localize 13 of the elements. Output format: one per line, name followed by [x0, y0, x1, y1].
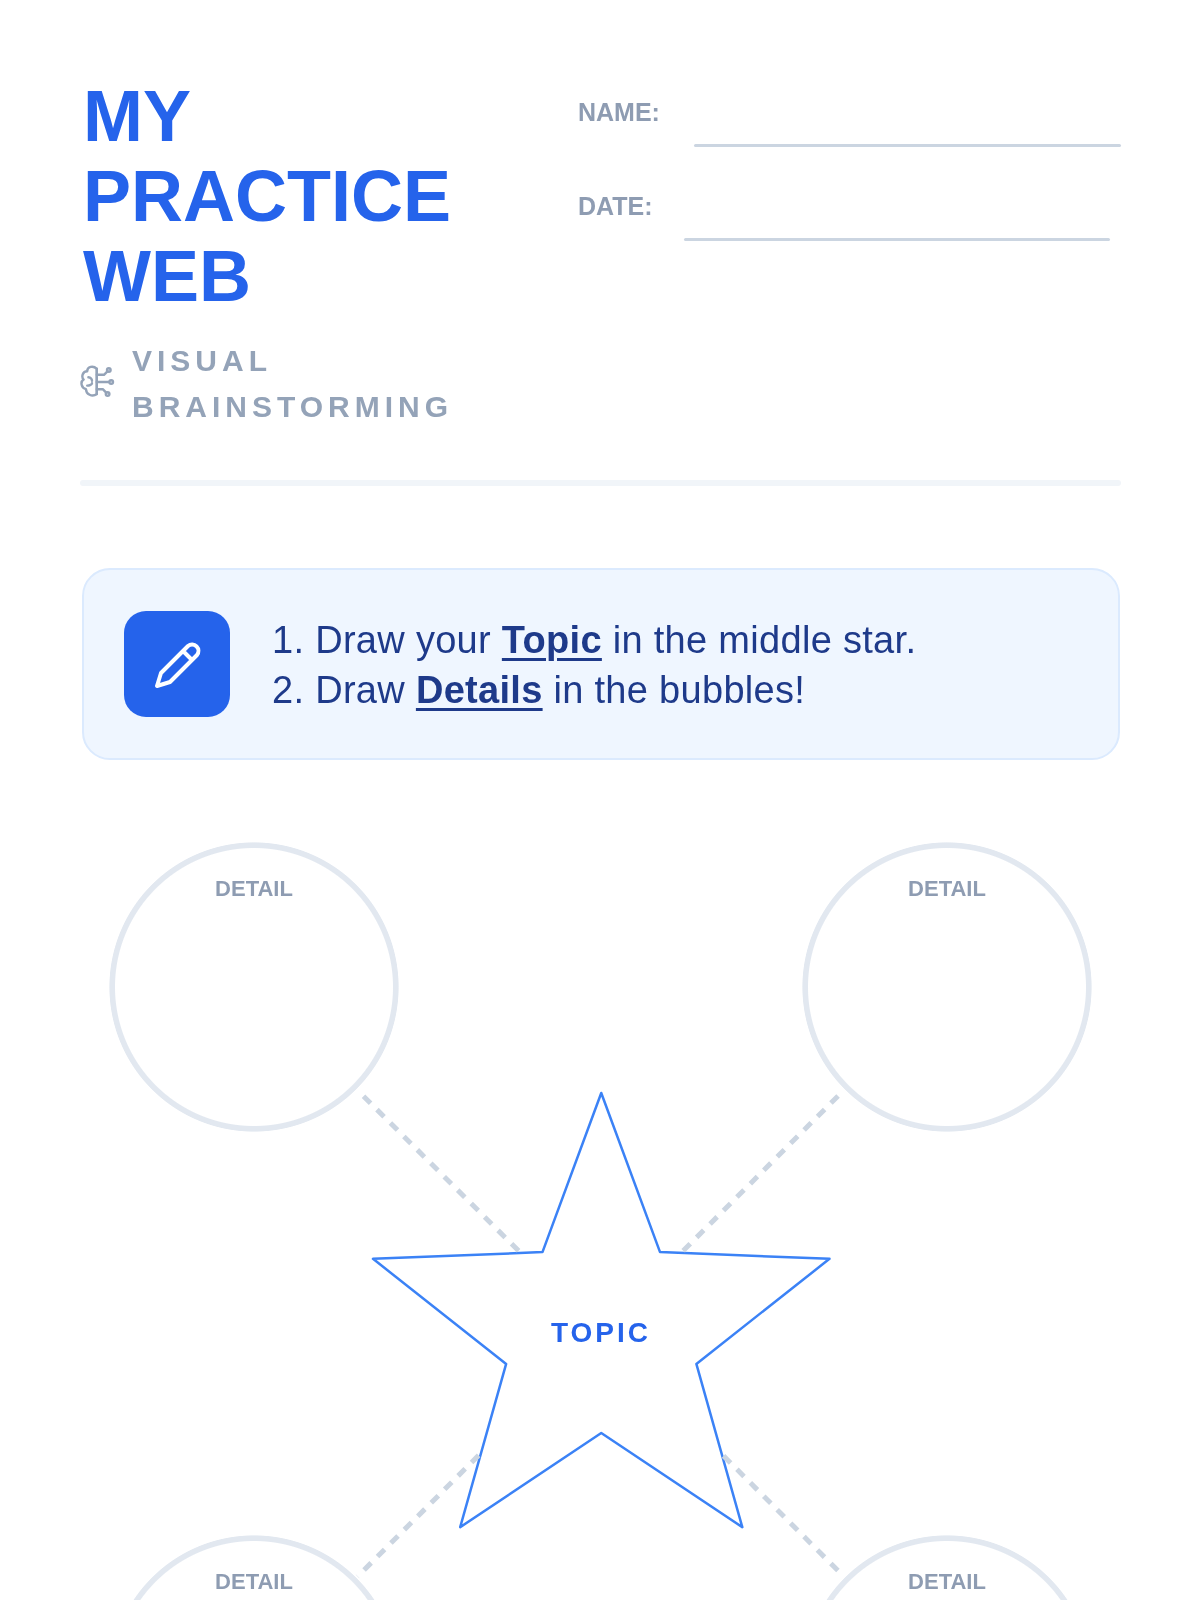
- instruction-panel: [82, 568, 1120, 760]
- bubble-label: DETAIL: [908, 1569, 986, 1595]
- subtitle: VISUAL BRAINSTORMING: [132, 343, 455, 425]
- bubble-label: DETAIL: [215, 1569, 293, 1595]
- page-title: MY PRACTICE WEB: [83, 76, 452, 316]
- field-label: DATE:: [578, 191, 653, 221]
- topic-star: [370, 1091, 832, 1530]
- bubble-label: DETAIL: [215, 876, 293, 902]
- instruction-text: 2. Draw Details in the bubbles!: [272, 668, 806, 713]
- field-label: NAME:: [578, 97, 660, 127]
- instruction-text: 1. Draw your Topic in the middle star.: [272, 618, 917, 663]
- bubble-label: DETAIL: [908, 876, 986, 902]
- topic-label: TOPIC: [550, 1316, 651, 1350]
